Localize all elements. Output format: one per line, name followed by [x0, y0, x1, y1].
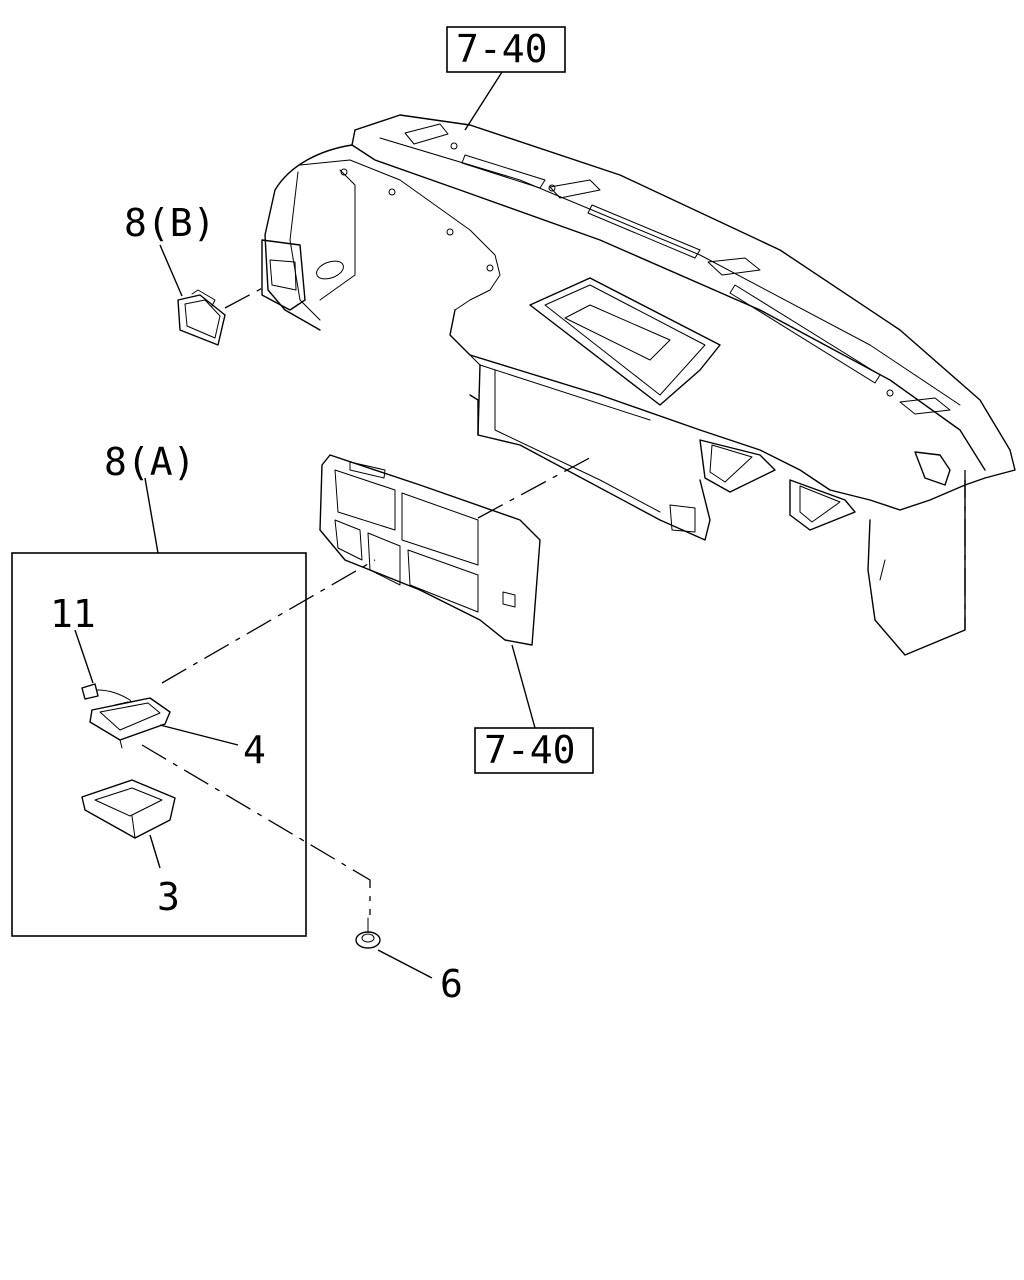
defroster-vents — [404, 123, 951, 415]
assembly-line-8b — [224, 284, 269, 309]
assembly-line-panel — [477, 454, 596, 519]
assembly-line-4 — [161, 559, 376, 684]
instrument-panel — [261, 114, 1016, 656]
leader-3 — [149, 834, 161, 869]
part-label-6: 6 — [440, 962, 463, 1006]
leader-7-40-bottom — [511, 644, 536, 729]
cup-holder-b — [177, 289, 226, 346]
leader-7-40-top — [464, 71, 503, 131]
part-label-8b: 8(B) — [124, 201, 216, 245]
center-bezel — [319, 454, 541, 646]
part-label-11: 11 — [50, 592, 96, 636]
reference-label-top: 7-40 — [456, 27, 548, 71]
leader-6 — [377, 949, 433, 979]
leader-8b — [159, 244, 183, 297]
part-label-3: 3 — [157, 875, 180, 919]
screw — [355, 917, 381, 949]
part-label-8a: 8(A) — [104, 440, 196, 484]
leader-4 — [159, 724, 239, 746]
subassembly-box-8a — [11, 552, 307, 937]
part-label-4: 4 — [243, 728, 266, 772]
ash-tray — [81, 779, 176, 839]
reference-box-bottom — [474, 727, 594, 774]
assembly-line-6 — [141, 744, 371, 915]
leader-8a — [144, 477, 159, 554]
leader-11 — [74, 629, 94, 684]
lamp-housing — [89, 697, 171, 749]
reference-label-bottom: 7-40 — [484, 728, 576, 772]
reference-box-top — [446, 26, 566, 73]
